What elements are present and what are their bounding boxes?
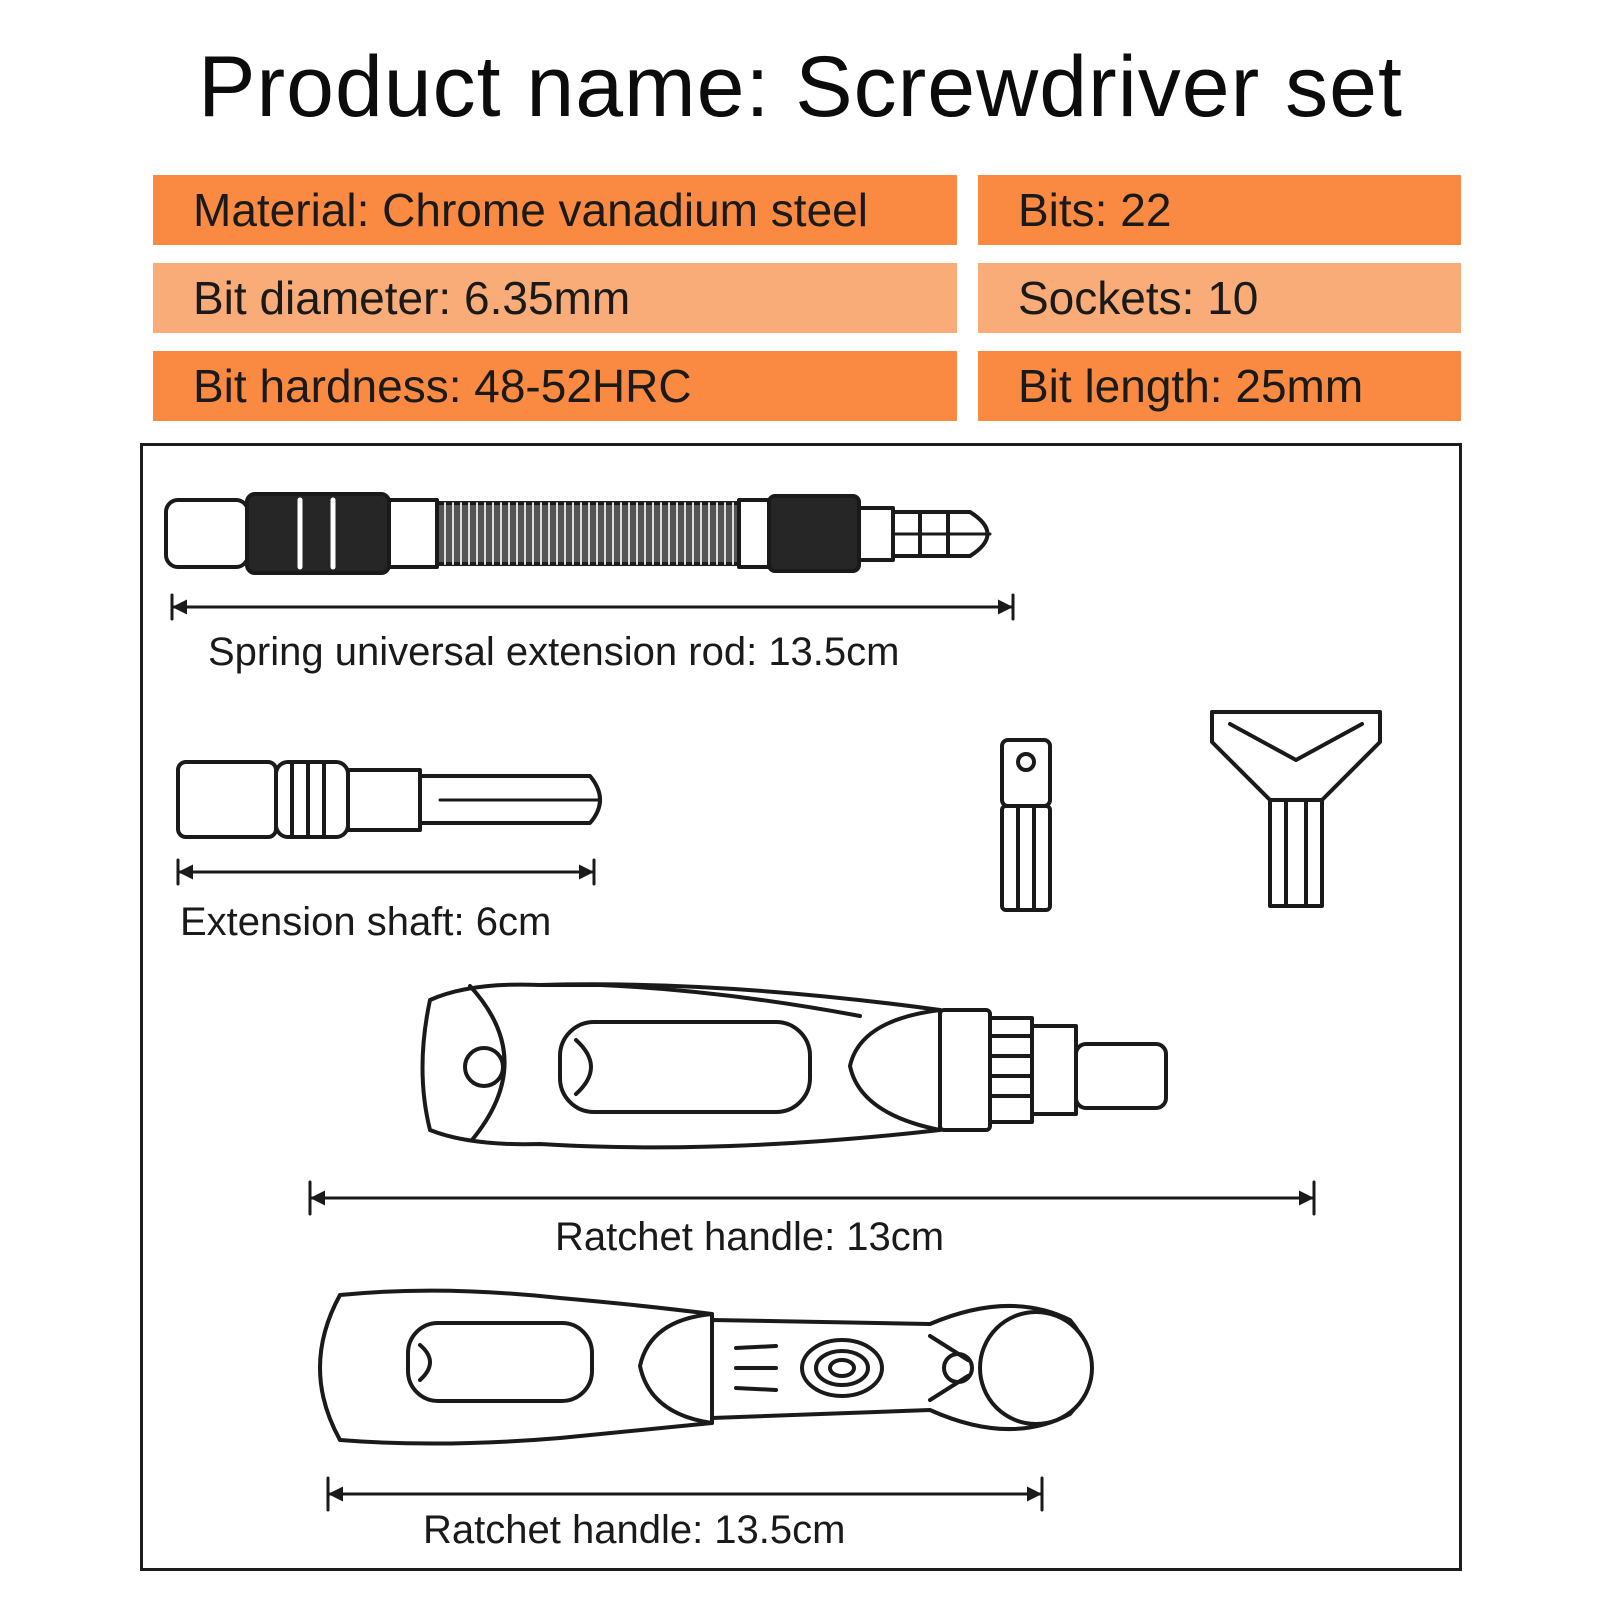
spec-material: Material: Chrome vanadium steel xyxy=(153,175,957,245)
caption-ratchet-handle-13cm: Ratchet handle: 13cm xyxy=(555,1215,945,1259)
caption-spring-extension-rod: Spring universal extension rod: 13.5cm xyxy=(208,630,900,674)
caption-ratchet-handle-13-5cm: Ratchet handle: 13.5cm xyxy=(423,1508,846,1552)
spec-bit-diameter: Bit diameter: 6.35mm xyxy=(153,263,957,333)
spec-bit-hardness: Bit hardness: 48-52HRC xyxy=(153,351,957,421)
caption-extension-shaft: Extension shaft: 6cm xyxy=(180,900,552,944)
socket-adapter-icon xyxy=(1000,738,1052,912)
extension-shaft-icon xyxy=(176,760,602,839)
tools-diagram-frame xyxy=(140,443,1462,1571)
product-title: Product name: Screwdriver set xyxy=(198,39,1403,135)
ratchet-handle-13cm-icon xyxy=(420,982,1168,1150)
spec-sockets: Sockets: 10 xyxy=(978,263,1461,333)
ratchet-handle-13-5cm-icon xyxy=(318,1288,1094,1446)
spec-bits: Bits: 22 xyxy=(978,175,1461,245)
y-wrench-icon xyxy=(1210,710,1382,908)
spring-extension-rod-icon xyxy=(164,492,992,575)
spec-bit-length: Bit length: 25mm xyxy=(978,351,1461,421)
